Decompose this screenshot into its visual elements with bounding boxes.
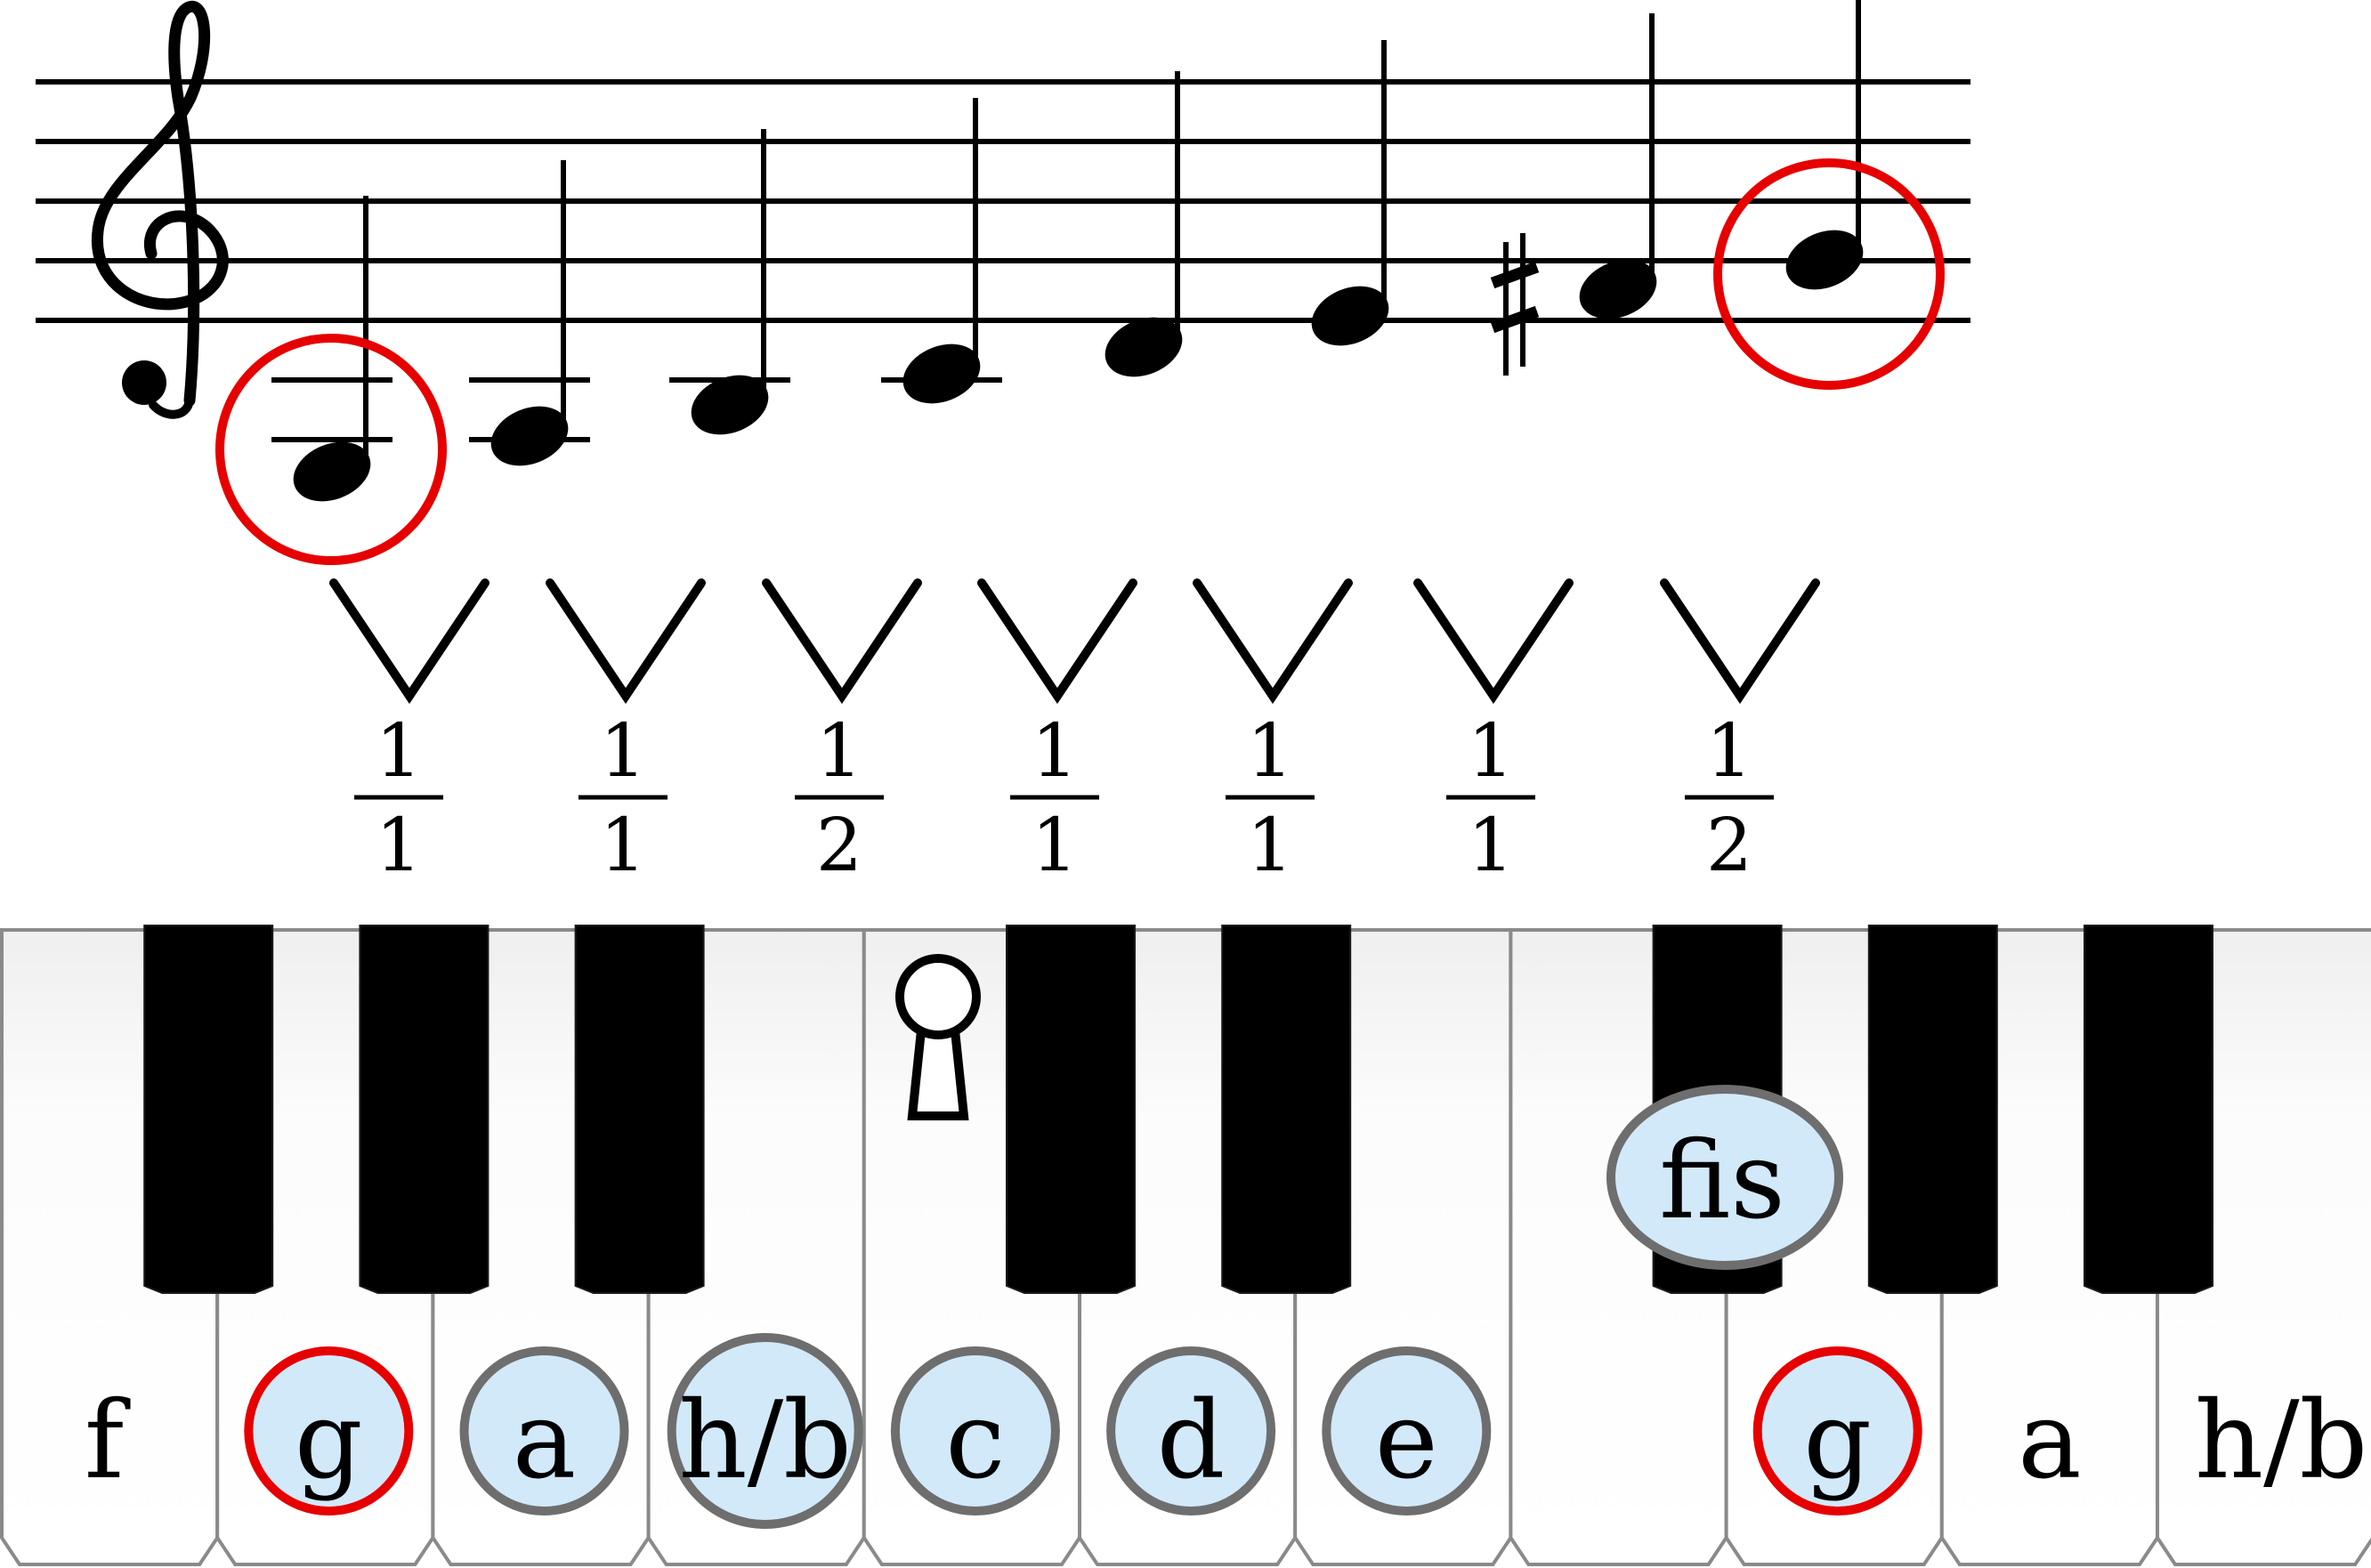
ledger-lines: [271, 377, 1002, 442]
note-head-e: [1311, 286, 1389, 346]
interval-4: 11: [977, 578, 1137, 888]
key-label-7: e: [1322, 1346, 1492, 1515]
note-head-h: [691, 375, 769, 435]
white-key-label: a: [513, 1379, 577, 1503]
root-note-highlights: [215, 158, 1945, 565]
black-key-4[interactable]: [1006, 925, 1136, 1294]
black-key-label: fis: [1659, 1119, 1785, 1243]
key-label-1: f: [85, 1379, 131, 1503]
key-label-2: g: [244, 1346, 414, 1515]
root-key-bubble: [1752, 1346, 1922, 1515]
interval-denominator: 2: [1706, 804, 1752, 888]
interval-connector: [977, 578, 1137, 704]
scale-key-bubble: [1106, 1346, 1276, 1515]
piano-keyboard: f g a h/b c d e g a h/b fis: [0, 925, 2371, 1566]
interval-numerator: 1: [1706, 709, 1752, 794]
interval-7: 12: [1660, 578, 1820, 888]
black-key-7[interactable]: [1867, 925, 1998, 1294]
black-key-1[interactable]: [143, 925, 274, 1294]
white-key-label: g: [1803, 1379, 1872, 1503]
white-key-label: e: [1375, 1379, 1438, 1503]
interval-numerator: 1: [1468, 709, 1514, 794]
interval-denominator: 2: [816, 804, 862, 888]
interval-2: 11: [546, 578, 706, 888]
interval-denominator: 1: [1032, 804, 1078, 888]
interval-denominator: 1: [376, 804, 422, 888]
interval-3: 12: [762, 578, 922, 888]
interval-connector: [546, 578, 706, 704]
black-key-2[interactable]: [359, 925, 490, 1294]
note-head-d: [1105, 317, 1183, 377]
note-stems: [363, 0, 1861, 465]
black-key-label-fis: fis: [1606, 1085, 1843, 1270]
note-head-g: [293, 441, 371, 502]
white-key-label: h/b: [2195, 1379, 2368, 1503]
interval-numerator: 1: [1032, 709, 1078, 794]
scale-key-bubble: [667, 1333, 863, 1529]
interval-connector: [1660, 578, 1820, 704]
key-label-4: h/b: [667, 1333, 863, 1529]
interval-numerator: 1: [816, 709, 862, 794]
interval-5: 11: [1193, 578, 1353, 888]
note-head-c: [902, 344, 981, 404]
white-key-label: g: [295, 1379, 363, 1503]
key-label-3: a: [459, 1346, 629, 1515]
interval-numerator: 1: [600, 709, 646, 794]
interval-6: 11: [1413, 578, 1574, 888]
interval-1: 11: [329, 578, 490, 888]
key-label-10: a: [2018, 1379, 2082, 1503]
staff-lines: [36, 79, 1970, 323]
scale-key-bubble: [459, 1346, 629, 1515]
scale-key-bubble: [890, 1346, 1060, 1515]
root-note-circle: [1713, 158, 1945, 390]
interval-connector: [1413, 578, 1574, 704]
interval-connector: [329, 578, 490, 704]
black-key-8[interactable]: [2084, 925, 2213, 1294]
interval-numerator: 1: [376, 709, 422, 794]
white-key-label: d: [1157, 1379, 1226, 1503]
key-label-6: d: [1106, 1346, 1276, 1515]
white-key-label: a: [2018, 1379, 2082, 1503]
root-note-circle: [215, 334, 447, 565]
sharp-accidental: [1490, 233, 1540, 376]
keyhole-icon: [895, 954, 981, 1120]
music-staff: [36, 0, 1970, 565]
black-key-5[interactable]: [1221, 925, 1352, 1294]
interval-denominator: 1: [1468, 804, 1514, 888]
note-head-g: [1785, 230, 1864, 290]
note-head-a: [490, 406, 569, 466]
note-heads: [293, 230, 1864, 502]
root-key-bubble: [244, 1346, 414, 1515]
key-label-11: h/b: [2195, 1379, 2368, 1503]
white-key-label: c: [945, 1379, 1005, 1503]
white-key-label: f: [85, 1379, 131, 1503]
interval-connector: [1193, 578, 1353, 704]
interval-denominator: 1: [600, 804, 646, 888]
interval-connector: [762, 578, 922, 704]
interval-numerator: 1: [1247, 709, 1293, 794]
scale-key-bubble: [1322, 1346, 1492, 1515]
interval-denominator: 1: [1247, 804, 1293, 888]
key-labels: f g a h/b c d e g a h/b: [85, 1333, 2368, 1529]
note-head-fis: [1579, 259, 1657, 319]
key-label-9: g: [1752, 1346, 1922, 1515]
treble-clef-icon: [91, 0, 229, 419]
black-key-3[interactable]: [574, 925, 705, 1294]
key-label-5: c: [890, 1346, 1060, 1515]
white-key-label: h/b: [678, 1379, 852, 1503]
